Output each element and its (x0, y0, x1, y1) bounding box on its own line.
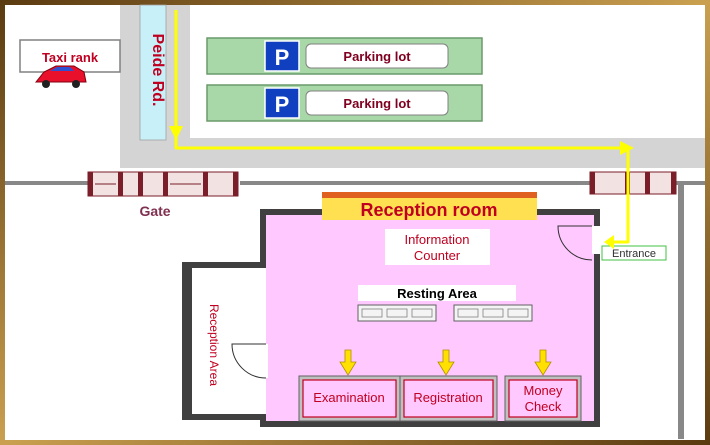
examination-counter (298, 375, 401, 422)
information-counter-line1: Information (404, 232, 469, 247)
perimeter-wall-east (678, 181, 684, 439)
parking-lot-2-label-box (305, 90, 449, 116)
money-check-line1: Money (523, 383, 563, 398)
entrance-label: Entrance (612, 248, 656, 260)
registration-down-arrow (437, 349, 455, 376)
route-arrow-down-road (169, 126, 183, 140)
route-arrow-entrance (604, 235, 614, 249)
resting-area-label-box (358, 285, 516, 301)
reception-room-title-box (322, 198, 537, 220)
parking-symbol-2: P (275, 92, 290, 117)
gate (87, 171, 239, 197)
entrance-door-swing (557, 225, 593, 261)
examination-label: Examination (313, 390, 385, 405)
road-name-label: Peide Rd. (149, 34, 166, 107)
money-check-line2: Check (525, 399, 562, 414)
parking-symbol-1: P (275, 45, 290, 70)
reception-area-door-gap (258, 344, 268, 378)
reception-room-title-band (322, 192, 537, 200)
taxi-rank-label: Taxi rank (42, 50, 99, 65)
perimeter-wall-middle (240, 181, 590, 185)
reception-area-label: Reception Area (207, 304, 221, 386)
information-counter-line2: Counter (414, 248, 461, 263)
route-arrow-east (620, 141, 634, 155)
resting-area-label: Resting Area (397, 286, 477, 301)
road-horizontal (120, 138, 705, 168)
peide-road-strip (139, 4, 167, 141)
parking-lot-2-label: Parking lot (343, 96, 411, 111)
money-check-down-arrow (534, 349, 552, 376)
perimeter-wall-left (5, 181, 90, 185)
reception-area-door-swing (231, 343, 267, 379)
registration-label: Registration (413, 390, 482, 405)
reception-room-title: Reception room (360, 200, 497, 220)
east-gate (589, 171, 677, 195)
information-counter-box (385, 229, 490, 265)
resting-bench-right (453, 304, 533, 322)
reception-area (192, 268, 266, 414)
registration-counter (399, 375, 498, 422)
parking-lot-1-label-box (305, 43, 449, 69)
parking-lot-1-label: Parking lot (343, 49, 411, 64)
gate-label: Gate (139, 203, 170, 219)
parking-sign-2 (264, 87, 300, 119)
resting-bench-left (357, 304, 437, 322)
parking-sign-1 (264, 40, 300, 72)
taxi-icon (34, 65, 87, 88)
money-check-counter (504, 375, 582, 422)
perimeter-wall-right (676, 181, 705, 185)
entrance-label-box (601, 245, 667, 261)
entrance-door-gap (592, 226, 602, 254)
examination-down-arrow (339, 349, 357, 376)
